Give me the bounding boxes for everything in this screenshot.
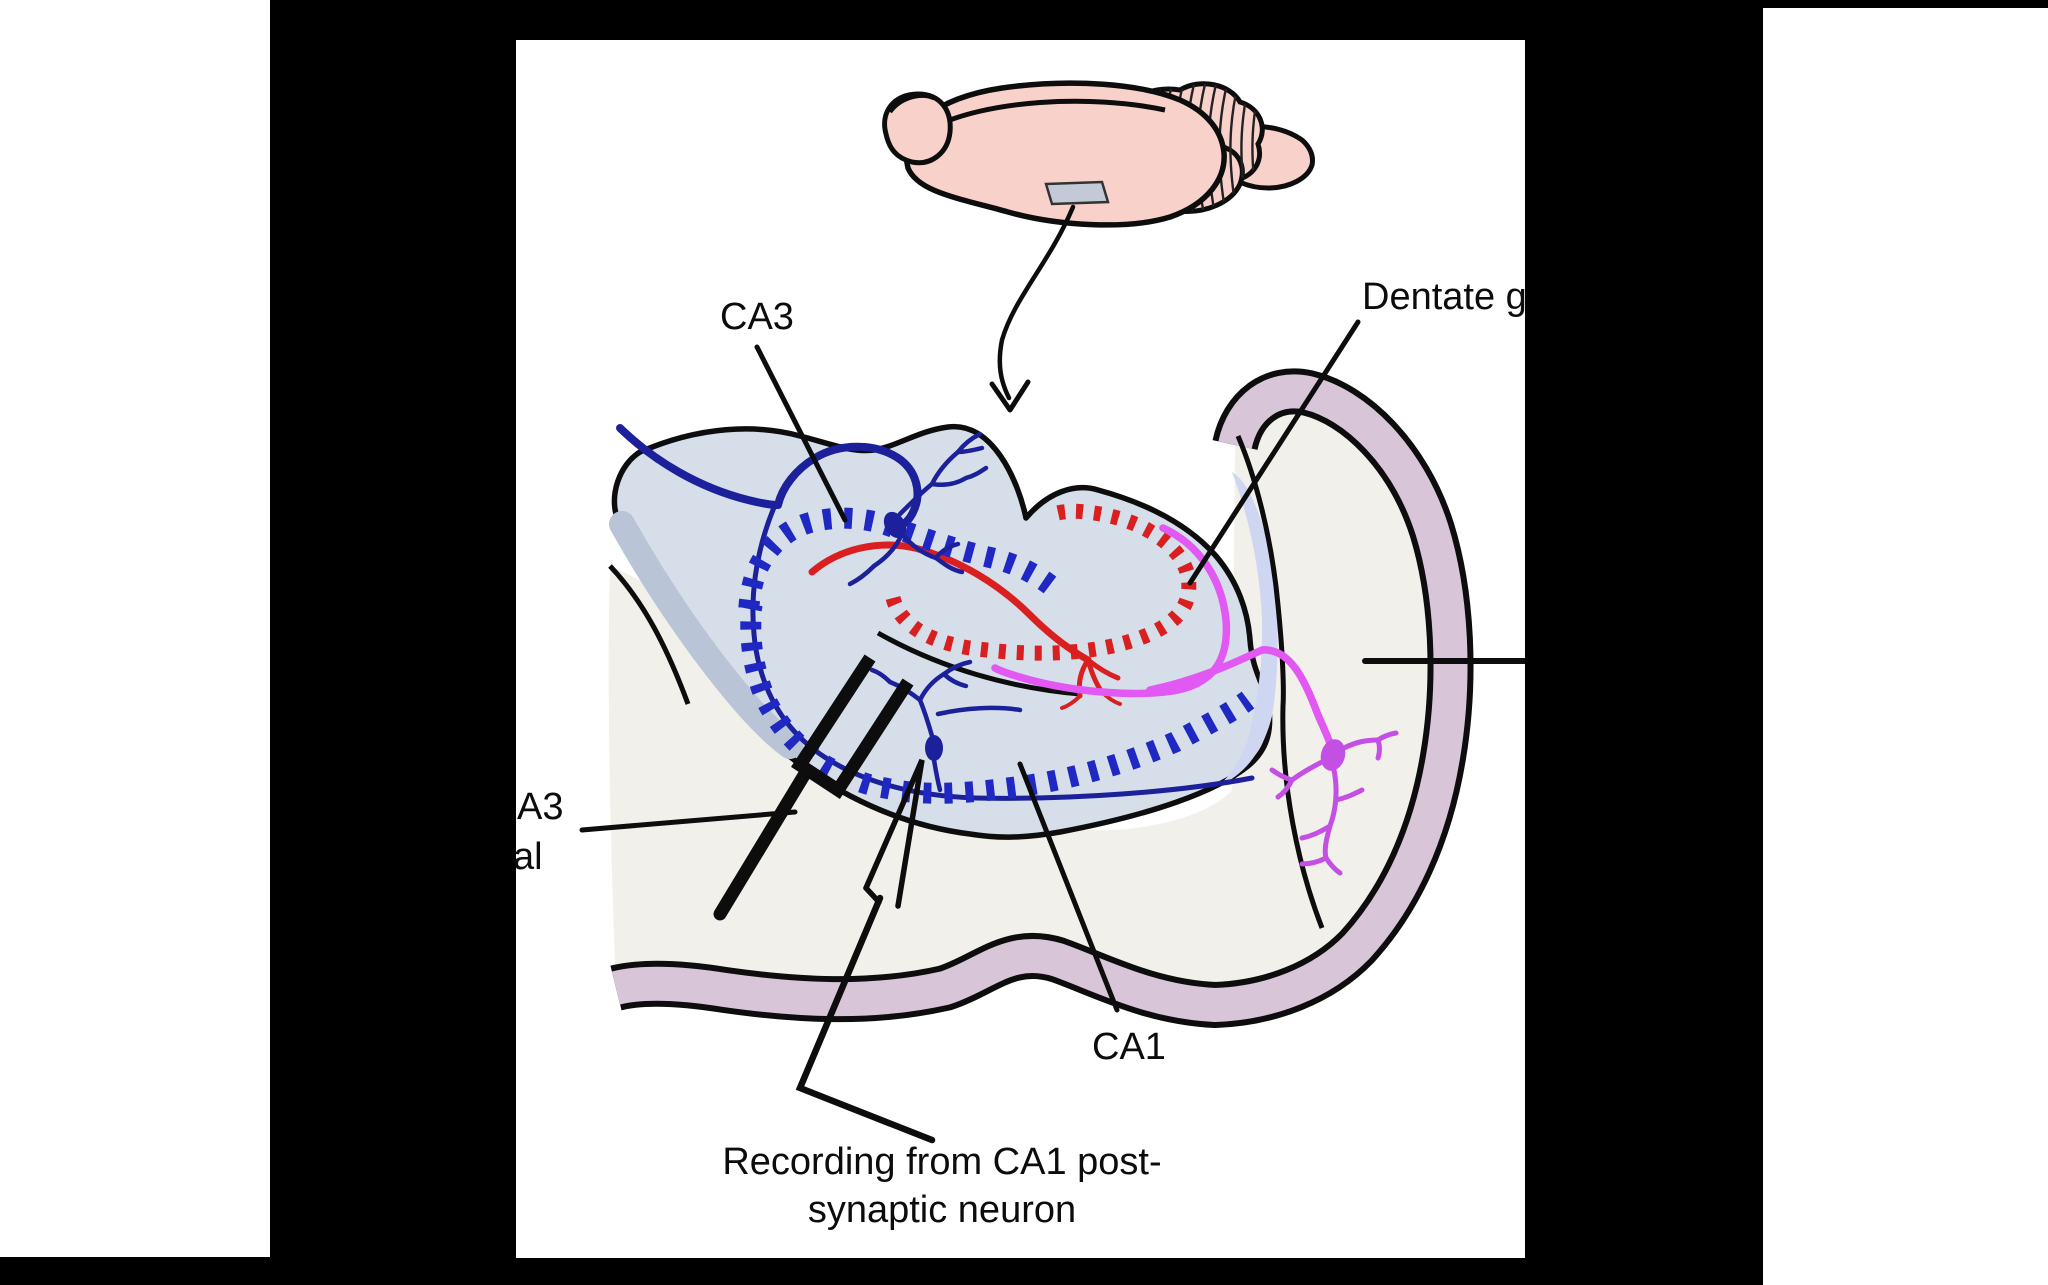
ca3-neuron-soma: [883, 511, 907, 539]
dentate-granule-layer-dots: [885, 503, 1197, 661]
fissure-boundary-line: [1235, 435, 1325, 929]
cerebrum: [903, 80, 1227, 228]
recording-label: Recording from CA1 post- synaptic neuron: [682, 1138, 1202, 1234]
recording-label-leader-line: [795, 894, 936, 1144]
perforant-path-lines: [991, 524, 1336, 754]
stratum-boundary-line: [876, 630, 1081, 697]
slice-right-shading: [1218, 472, 1278, 786]
right-white-strip: [1763, 8, 2048, 1285]
stimulating-electrode-icon: [713, 654, 914, 921]
rodent-brain-lateral-view-icon: [882, 80, 1315, 228]
ca3-afferent-lines: [616, 424, 1255, 801]
curved-arrow-down-icon: [989, 204, 1076, 413]
recording-label-line2: synaptic neuron: [807, 1189, 1077, 1231]
ca3-neuron: [847, 431, 989, 587]
clipped-left-label-line2: al: [516, 836, 543, 878]
ca1-leader-line: [1017, 761, 1120, 1013]
dentate-gyrus-label: Dentate g: [1362, 276, 1525, 318]
hippocampus-slice-body: [609, 423, 1278, 840]
cortex-region: [608, 391, 1451, 1006]
ca1-label: CA1: [1092, 1026, 1166, 1068]
left-label-leader-line: [579, 809, 798, 833]
recording-label-line1: Recording from CA1 post-: [722, 1141, 1162, 1183]
hippocampus-diagram: [579, 80, 1525, 1144]
ca3-leader-line: [754, 344, 848, 523]
dentate-neuron: [1269, 730, 1399, 876]
ca1-neuron-soma: [925, 735, 943, 761]
olfactory-bulb: [882, 91, 953, 166]
dentate-neuron-soma: [1320, 739, 1346, 771]
left-white-strip: [0, 0, 270, 1257]
slice-edge-shading: [609, 511, 803, 759]
dentate-leader-line: [1187, 319, 1361, 586]
clipped-left-label-line1: A3: [517, 786, 564, 828]
cortex-band: [610, 368, 1474, 1029]
figure-panel: CA3 Dentate g CA1 Recording from CA1 pos…: [516, 40, 1525, 1258]
ca3-label: CA3: [720, 296, 794, 338]
hippocampus-slice-location-marker: [1044, 180, 1110, 206]
recording-pipette-icon: [795, 758, 936, 1144]
pyramidal-layer-dots: [738, 507, 1255, 804]
